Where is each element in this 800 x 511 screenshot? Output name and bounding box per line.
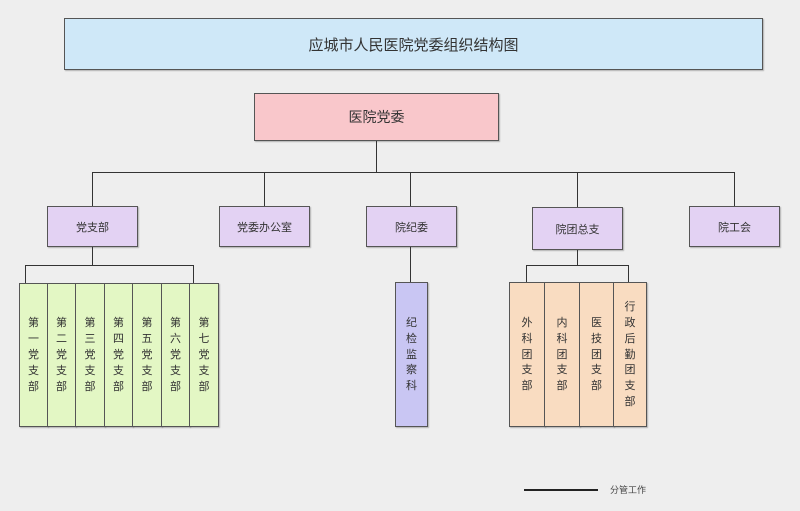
branch-label: 第七党支部 (198, 316, 210, 393)
chart-title-text: 应城市人民医院党委组织结构图 (308, 35, 519, 54)
connector (628, 265, 629, 282)
party-branch-5: 第五党支部 (132, 283, 162, 427)
connector (526, 265, 527, 282)
party-branch-2: 第二党支部 (47, 283, 76, 427)
branch-label: 第三党支部 (84, 316, 96, 393)
branch-label: 第四党支部 (113, 316, 124, 393)
root-node: 医院党委 (254, 93, 499, 141)
node-label: 党支部 (76, 220, 109, 234)
party-branch-4: 第四党支部 (104, 283, 133, 427)
connector (410, 247, 411, 282)
connector (264, 172, 265, 206)
node-label: 党委办公室 (237, 220, 292, 234)
branch-label: 第一党支部 (28, 316, 39, 393)
branch-label: 内科团支部 (556, 315, 568, 393)
node-label: 院纪委 (395, 220, 428, 234)
root-node-label: 医院党委 (348, 110, 405, 126)
branch-label: 医技团支部 (591, 315, 602, 393)
connector (410, 172, 411, 206)
party-branch-3: 第三党支部 (75, 283, 105, 427)
connector (577, 172, 578, 207)
party-branch-6: 第六党支部 (161, 283, 190, 427)
connector (577, 250, 578, 266)
youth-branch-surgery: 外科团支部 (509, 282, 545, 427)
node-labor-union: 院工会 (689, 206, 780, 247)
youth-branch-medtech: 医技团支部 (579, 282, 614, 427)
connector (92, 172, 93, 206)
connector (25, 265, 26, 283)
branch-label: 第五党支部 (141, 316, 153, 393)
node-youth-league: 院团总支 (532, 207, 623, 250)
connector (376, 141, 377, 173)
branch-label: 行政后勤团支部 (624, 299, 636, 409)
node-discipline-committee: 院纪委 (366, 206, 457, 247)
branch-label: 第二党支部 (56, 316, 67, 393)
party-branch-7: 第七党支部 (189, 283, 219, 427)
connector (92, 172, 735, 173)
node-party-office: 党委办公室 (219, 206, 310, 247)
branch-label: 第六党支部 (170, 316, 181, 393)
connector (193, 265, 194, 283)
node-label: 院工会 (718, 220, 751, 234)
legend-label: 分管工作 (610, 486, 647, 496)
dept-label: 纪检监察科 (406, 315, 417, 393)
node-party-branch: 党支部 (47, 206, 138, 247)
connector (25, 265, 194, 266)
node-label: 院团总支 (555, 222, 600, 236)
party-branch-1: 第一党支部 (19, 283, 48, 427)
connector (526, 265, 629, 266)
youth-branch-internal: 内科团支部 (544, 282, 580, 427)
discipline-inspection-dept: 纪检监察科 (395, 282, 428, 427)
connector (734, 172, 735, 206)
chart-title: 应城市人民医院党委组织结构图 (64, 18, 763, 70)
connector (92, 247, 93, 265)
branch-label: 外科团支部 (521, 315, 533, 393)
legend-line (524, 489, 598, 491)
youth-branch-admin: 行政后勤团支部 (613, 282, 647, 427)
